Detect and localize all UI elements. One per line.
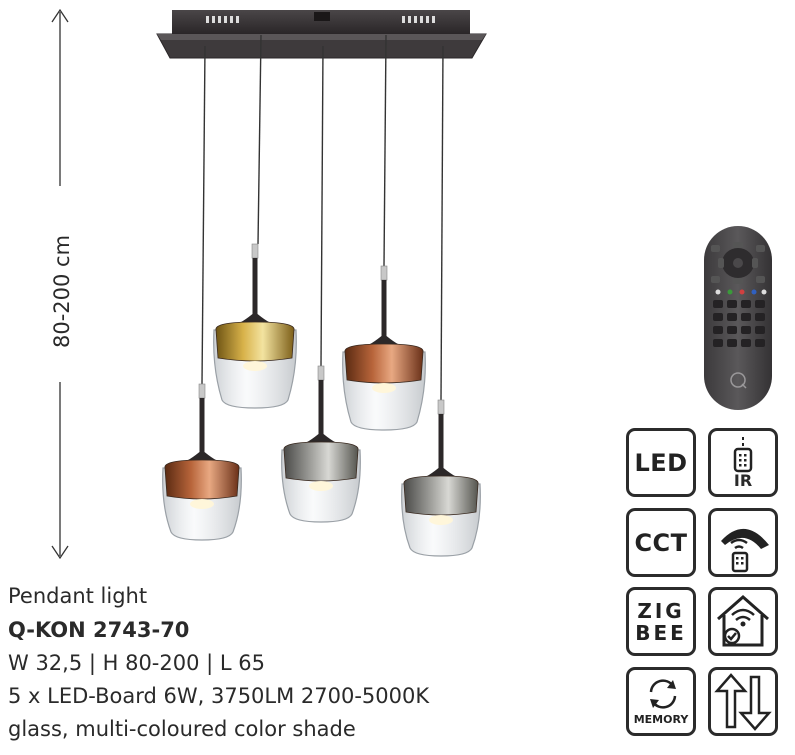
product-model: Q-KON 2743-70 — [8, 618, 190, 642]
product-dimensions: W 32,5 | H 80-200 | L 65 — [8, 651, 265, 675]
pendant-shades — [162, 243, 481, 557]
led-badge-label: LED — [634, 448, 688, 477]
memory-badge: MEMORY — [626, 667, 696, 736]
suspension-wires — [201, 34, 444, 401]
height-range-label: 80-200 cm — [50, 234, 74, 348]
cct-badge-label: CCT — [634, 528, 688, 557]
ir-badge-label: IR — [733, 471, 753, 490]
shade-copper-right — [342, 265, 426, 431]
memory-badge-label: MEMORY — [633, 713, 689, 726]
up-down-arrows-icon — [714, 672, 772, 731]
height-dimension-arrow — [51, 8, 69, 560]
cct-badge: CCT — [626, 508, 696, 577]
shade-smoke-mid — [281, 365, 361, 523]
memory-refresh-icon — [649, 679, 677, 709]
shade-copper-left — [162, 383, 242, 541]
zigbee-line-1: ZIG — [637, 598, 685, 623]
smart-home-badge — [708, 587, 778, 656]
ir-remote-badge: IR — [708, 428, 778, 497]
product-material: glass, multi-coloured color shade — [8, 717, 356, 741]
height-adjust-badge — [708, 667, 778, 736]
zigbee-badge-label: ZIG BEE — [635, 600, 687, 644]
shade-smoke-right — [401, 399, 481, 557]
dimmer-remote-badge — [708, 508, 778, 577]
smart-home-icon — [717, 594, 769, 646]
ceiling-canopy — [156, 10, 487, 59]
zigbee-line-2: BEE — [635, 620, 687, 645]
product-category: Pendant light — [8, 584, 148, 608]
led-badge: LED — [626, 428, 696, 497]
shade-gold — [213, 243, 297, 409]
zigbee-badge: ZIG BEE — [626, 587, 696, 656]
ir-remote-icon — [733, 436, 753, 472]
dimming-arc-icon — [721, 528, 769, 572]
remote-control — [704, 226, 772, 410]
product-lighting: 5 x LED-Board 6W, 3750LM 2700-5000K — [8, 684, 430, 708]
